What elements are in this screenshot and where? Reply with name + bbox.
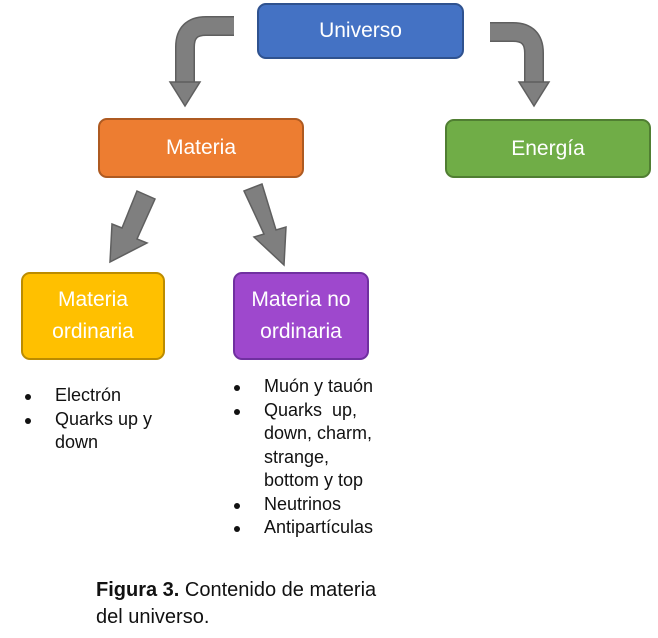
list-item: Neutrinos bbox=[231, 493, 381, 517]
list-item-line: bottom y top bbox=[264, 470, 364, 490]
figure-caption: Figura 3. Contenido de materia del unive… bbox=[96, 577, 426, 631]
list-item: Quarks up, down, charm, strange, bottom … bbox=[231, 399, 381, 493]
node-universo: Universo bbox=[257, 3, 464, 59]
list-item-line: Electrón bbox=[55, 385, 122, 405]
list-item-line: down, charm, bbox=[264, 423, 373, 443]
list-materia-no-ordinaria: Muón y tauón Quarks up, down, charm, str… bbox=[231, 375, 381, 540]
list-item: Antipartículas bbox=[231, 516, 381, 540]
node-materia-no-ordinaria: Materia no ordinaria bbox=[233, 272, 369, 360]
arrow-materia-ordinaria bbox=[109, 189, 156, 264]
node-materia: Materia bbox=[98, 118, 304, 178]
list-item-line: Antipartículas bbox=[264, 517, 374, 537]
list-item-line: Quarks up, bbox=[264, 399, 358, 420]
node-materia-label: Materia bbox=[165, 136, 237, 159]
figure-caption-text: del universo. bbox=[96, 606, 210, 628]
list-item-line: Quarks up y bbox=[55, 408, 153, 429]
node-energia: Energía bbox=[445, 119, 651, 178]
list-item-line: down bbox=[55, 432, 99, 452]
list-item: Muón y tauón bbox=[231, 375, 381, 399]
node-energia-label: Energía bbox=[511, 136, 585, 160]
list-item-line: strange, bbox=[264, 446, 330, 467]
node-materia-no-ordinaria-line-2: ordinaria bbox=[260, 320, 342, 343]
node-universo-label: Universo bbox=[319, 19, 402, 42]
node-materia-ordinaria: Materia ordinaria bbox=[21, 272, 165, 360]
list-item: Quarks up y down bbox=[22, 408, 172, 455]
figure-caption-label: Figura 3. bbox=[96, 579, 180, 601]
list-item: Electrón bbox=[22, 384, 172, 408]
node-materia-ordinaria-line-1: Materia bbox=[57, 288, 129, 311]
figure-caption-text: Contenido de materia bbox=[179, 579, 377, 601]
node-materia-no-ordinaria-line-1: Materia no bbox=[251, 288, 351, 311]
list-materia-ordinaria: Electrón Quarks up y down bbox=[22, 384, 172, 455]
list-item-line: Muón y tauón bbox=[264, 376, 374, 396]
arrow-materia-no-ordinaria bbox=[242, 183, 287, 267]
node-materia-ordinaria-line-2: ordinaria bbox=[52, 320, 134, 343]
list-item-line: Neutrinos bbox=[264, 493, 342, 514]
